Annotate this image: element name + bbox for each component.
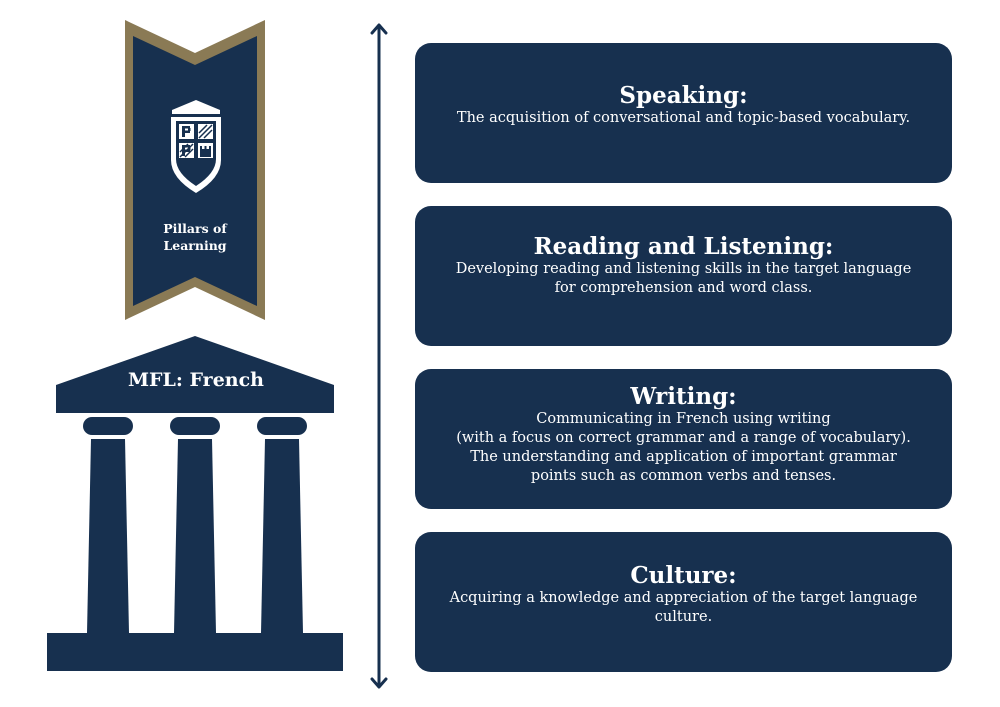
card-writing-line-2: (with a focus on correct grammar and a r…: [456, 430, 911, 446]
card-writing-line-4: points such as common verbs and tenses.: [530, 468, 837, 484]
card-reading-listening: Reading and Listening: Developing readin…: [415, 206, 952, 346]
card-reading-listening-line-1: Developing reading and listening skills …: [455, 261, 912, 277]
banner-label: Pillars of Learning: [125, 220, 265, 254]
card-writing: Writing: Communicating in French using w…: [415, 369, 952, 509]
pillars-of-learning-banner: Pillars of Learning: [125, 20, 265, 320]
banner-label-line-1: Pillars of: [163, 221, 227, 236]
temple-title: MFL: French: [128, 369, 264, 391]
card-speaking: Speaking: The acquisition of conversatio…: [415, 43, 952, 183]
card-culture: Culture: Acquiring a knowledge and appre…: [415, 532, 952, 672]
banner-label-line-2: Learning: [163, 238, 227, 253]
card-reading-listening-title: Reading and Listening:: [533, 233, 834, 260]
temple-illustration: MFL: French: [45, 335, 345, 675]
card-writing-line-3: The understanding and application of imp…: [470, 449, 897, 465]
card-writing-title: Writing:: [630, 383, 737, 410]
card-writing-line-1: Communicating in French using writing: [536, 411, 831, 427]
card-speaking-title: Speaking:: [619, 82, 748, 109]
card-culture-line-1: Acquiring a knowledge and appreciation o…: [449, 590, 918, 606]
card-reading-listening-line-2: for comprehension and word class.: [554, 280, 813, 296]
pillar-capital-right: [257, 417, 307, 435]
pillar-capital-middle: [170, 417, 220, 435]
card-speaking-line-1: The acquisition of conversational and to…: [456, 110, 911, 126]
vertical-double-arrow-icon: [370, 23, 388, 689]
pillar-column-right: [261, 439, 303, 633]
school-crest-icon: [171, 100, 221, 193]
pillar-capital-left: [83, 417, 133, 435]
card-culture-line-2: culture.: [654, 609, 713, 625]
temple-base: [47, 633, 343, 671]
card-culture-title: Culture:: [630, 562, 737, 589]
pillar-column-middle: [174, 439, 216, 633]
pillar-column-left: [87, 439, 129, 633]
temple-roof: [56, 336, 334, 413]
